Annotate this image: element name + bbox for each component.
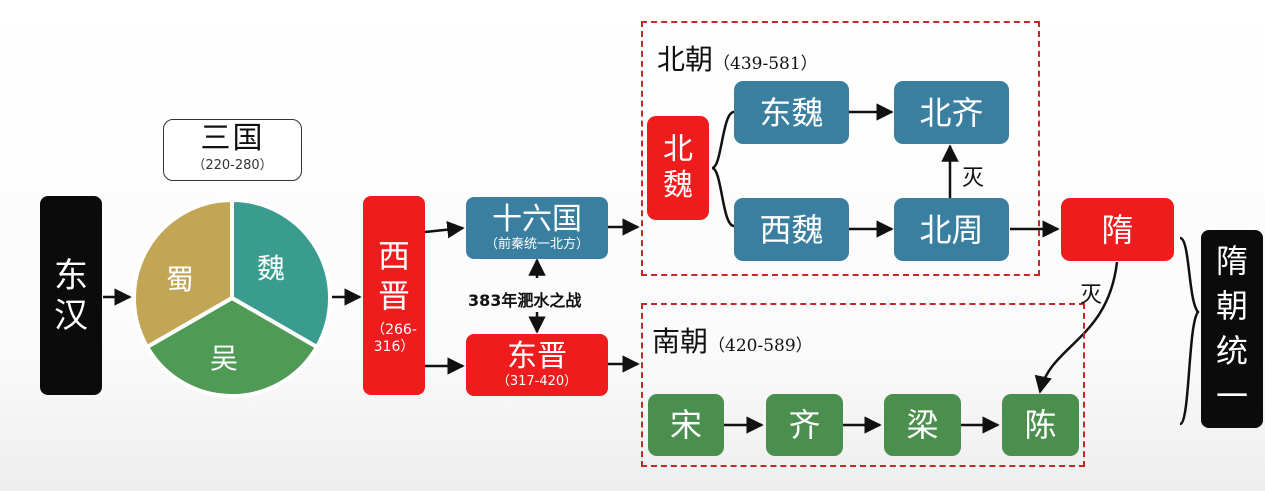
node-beizhou-label: 北周	[919, 210, 984, 249]
node-beiqi-label: 北齐	[919, 93, 984, 132]
node-qi-label: 齐	[788, 406, 821, 444]
nanchao-title: 南朝（420-589）	[652, 320, 813, 360]
battle-label: 383年淝水之战	[468, 291, 582, 310]
pie-slice-shu	[131, 197, 234, 350]
beichao-frame	[641, 21, 1040, 276]
node-shiliuguo-note: （前秦统一北方）	[484, 237, 589, 252]
mie-label-beizhou: 灭	[962, 166, 985, 191]
node-chen-label: 陈	[1024, 406, 1057, 444]
node-xiwei: 西魏	[734, 198, 849, 261]
node-liang-label: 梁	[906, 406, 939, 444]
node-beizhou: 北周	[894, 198, 1009, 261]
node-song: 宋	[648, 394, 724, 456]
node-dongjin-label: 东晋	[507, 339, 567, 374]
node-sui-unify-label: 隋朝统一	[1215, 242, 1248, 415]
mie-label-sui: 灭	[1080, 283, 1103, 308]
node-shiliuguo: 十六国 （前秦统一北方）	[466, 197, 608, 259]
node-beiwei-label: 北魏	[663, 132, 693, 203]
sanguo-years: （220-280）	[192, 158, 273, 173]
node-dongwei-label: 东魏	[759, 93, 824, 132]
node-beiqi: 北齐	[894, 81, 1009, 144]
node-xijin: 西晋 （266-316）	[363, 196, 425, 395]
three-kingdoms-pie	[131, 197, 333, 398]
node-xijin-years: （266-316）	[371, 321, 417, 355]
pie-label-shu: 蜀	[166, 263, 195, 296]
node-sui-label: 隋	[1101, 210, 1134, 249]
node-qi: 齐	[766, 394, 843, 456]
node-xijin-label: 西晋	[377, 236, 410, 315]
pie-slice-wu	[144, 295, 320, 398]
node-donghan-label: 东汉	[54, 255, 88, 336]
node-song-label: 宋	[669, 406, 702, 444]
nanchao-label: 南朝	[652, 325, 709, 358]
arrow-xijin-shiliuguo	[424, 220, 465, 239]
node-sui-unify: 隋朝统一	[1201, 230, 1263, 428]
brace-beiwei-split	[711, 110, 735, 228]
sanguo-title-box: 三国 （220-280）	[163, 119, 302, 181]
node-dongjin-years: （317-420）	[496, 374, 578, 389]
node-beiwei: 北魏	[647, 116, 709, 220]
beichao-label: 北朝	[657, 43, 714, 76]
beichao-years: （439-581）	[713, 54, 818, 74]
sanguo-title: 三国	[200, 121, 265, 156]
beichao-title: 北朝（439-581）	[657, 38, 818, 78]
node-liang: 梁	[884, 394, 961, 456]
nanchao-years: （420-589）	[708, 336, 813, 356]
node-xiwei-label: 西魏	[759, 210, 824, 249]
node-sui: 隋	[1061, 198, 1174, 261]
arrow-sui-chen	[1034, 261, 1119, 394]
bracket-sui-unify	[1178, 236, 1200, 426]
node-donghan: 东汉	[40, 196, 102, 395]
nanchao-frame	[641, 303, 1085, 467]
pie-label-wei: 魏	[257, 252, 286, 285]
node-shiliuguo-label: 十六国	[492, 202, 582, 237]
node-chen: 陈	[1002, 394, 1079, 456]
node-dongjin: 东晋 （317-420）	[466, 334, 608, 396]
pie-label-wu: 吴	[210, 342, 239, 375]
node-dongwei: 东魏	[734, 81, 849, 144]
